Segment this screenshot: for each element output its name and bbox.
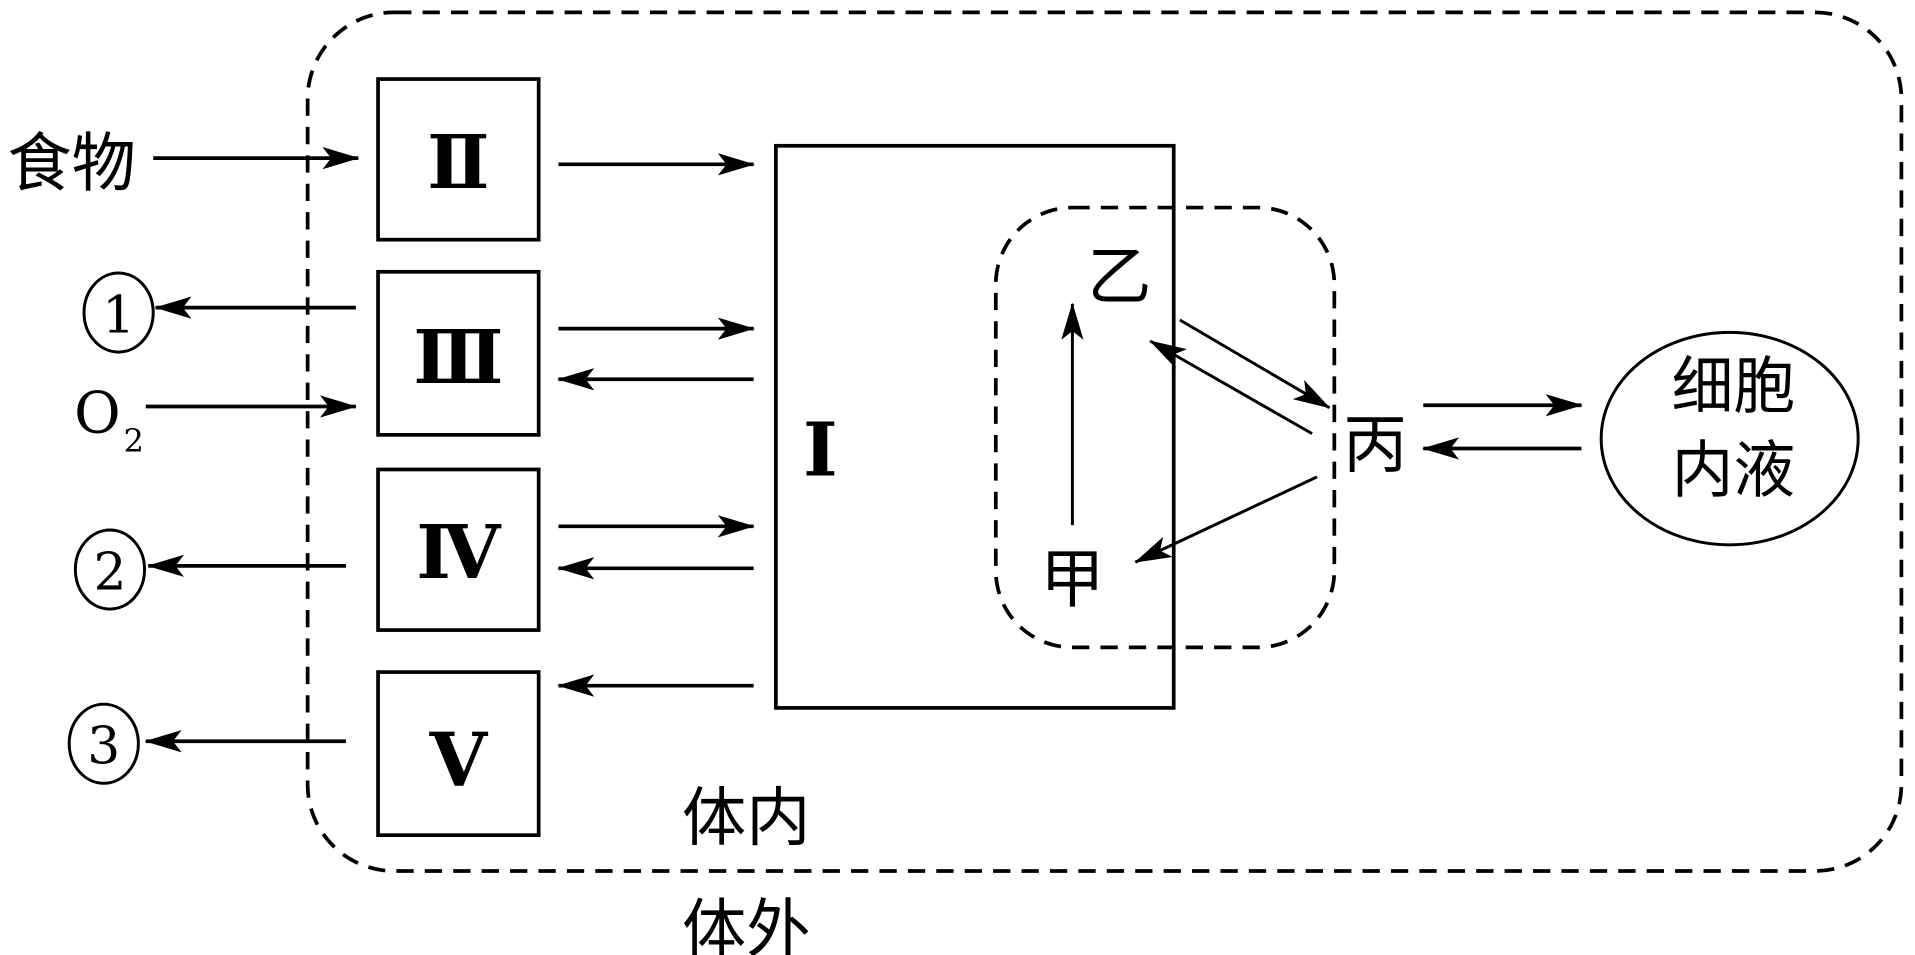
fluid-bing: 丙 bbox=[1343, 408, 1407, 483]
svg-text:Ⅲ: Ⅲ bbox=[413, 318, 503, 400]
inside-label: 体内 bbox=[682, 781, 810, 856]
arrow-bing-to-jia bbox=[1134, 475, 1318, 564]
body-boundary bbox=[305, 10, 1904, 873]
food-label: 食物 bbox=[7, 126, 135, 201]
arrow-yi-to-bing bbox=[1179, 318, 1331, 409]
fluid-yi: 乙 bbox=[1087, 240, 1151, 315]
output-3: 3 bbox=[67, 702, 140, 785]
fluid-jia: 甲 bbox=[1040, 543, 1104, 618]
system-IV-box: Ⅳ bbox=[376, 467, 541, 632]
svg-text:Ⅳ: Ⅳ bbox=[416, 513, 502, 595]
internal-environment-boundary bbox=[993, 205, 1337, 650]
output-1: 1 bbox=[82, 271, 155, 354]
svg-text:Ⅴ: Ⅴ bbox=[429, 721, 489, 803]
svg-text:O: O bbox=[74, 380, 121, 446]
svg-text:3: 3 bbox=[87, 717, 120, 777]
svg-text:2: 2 bbox=[93, 542, 126, 602]
system-I-box: Ⅰ bbox=[774, 143, 1176, 710]
system-II-box: Ⅱ bbox=[376, 77, 541, 242]
svg-text:内液: 内液 bbox=[1672, 435, 1796, 507]
svg-text:Ⅰ: Ⅰ bbox=[803, 411, 838, 493]
svg-text:1: 1 bbox=[102, 285, 135, 345]
svg-text:Ⅱ: Ⅱ bbox=[427, 123, 489, 205]
intracellular-fluid: 细胞 内液 bbox=[1599, 330, 1860, 547]
svg-text:2: 2 bbox=[124, 422, 144, 460]
oxygen-label: O 2 bbox=[74, 380, 144, 460]
outside-label: 体外 bbox=[682, 892, 810, 955]
system-V-box: Ⅴ bbox=[376, 670, 541, 838]
svg-text:细胞: 细胞 bbox=[1672, 351, 1796, 423]
output-2: 2 bbox=[73, 528, 147, 611]
arrow-bing-to-yi bbox=[1149, 339, 1313, 435]
system-III-box: Ⅲ bbox=[376, 269, 541, 437]
